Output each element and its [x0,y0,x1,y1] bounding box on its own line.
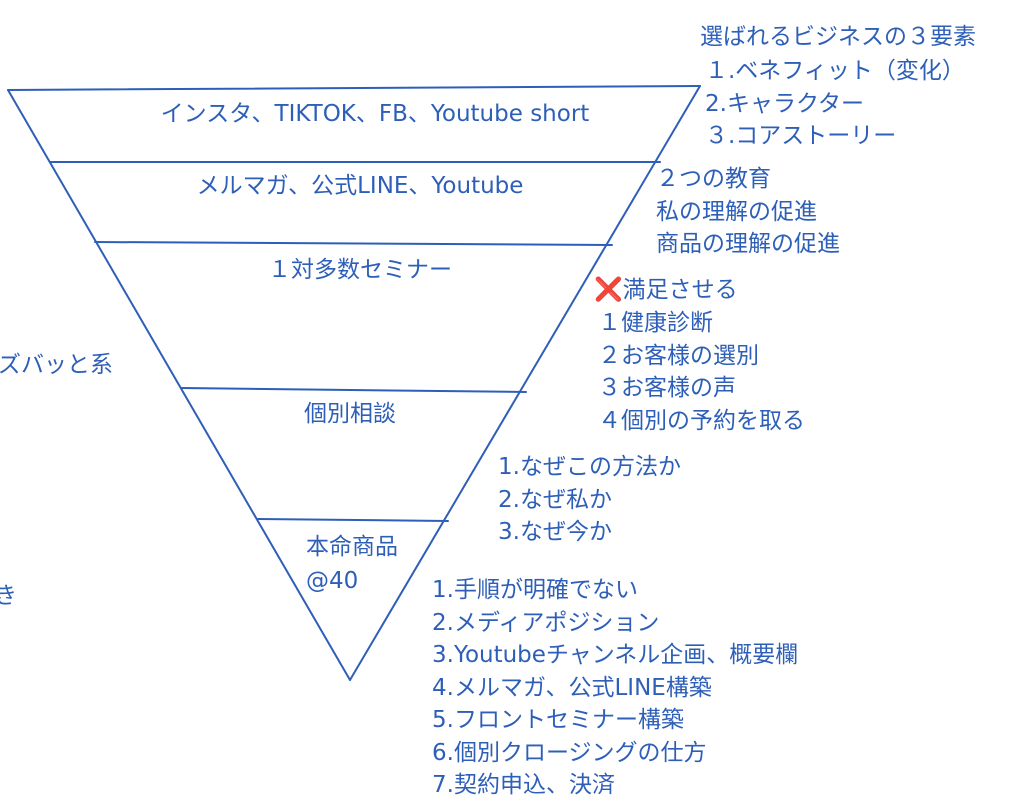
list-item: 2.なぜ私か [498,486,612,513]
funnel-layer-1-label: インスタ、TIKTOK、FB、Youtube short [160,101,590,127]
list-item: ２お客様の選別 [598,342,759,369]
list-item: 1.なぜこの方法か [498,454,681,480]
funnel-top-line [7,85,701,91]
left-fragment-text: ズバッと系 [0,352,113,378]
list-item: 5.フロントセミナー構築 [432,707,684,733]
list-item: ２つの教育 [656,166,771,192]
satisfaction-list: １健康診断 ２お客様の選別 ３お客様の声 ４個別の予約を取る [598,307,805,437]
list-item: 3.なぜ今か [498,519,612,545]
left-fragment-text: き [0,583,17,609]
list-item: 4.メルマガ、公式LINE構築 [432,674,712,701]
list-item: 7.契約申込、決済 [432,772,615,798]
list-item: 3.Youtubeチャンネル企画、概要欄 [432,642,799,668]
list-item: 商品の理解の促進 [656,231,840,257]
list-item: １健康診断 [598,310,713,336]
funnel-divider-2 [94,241,613,246]
funnel-layer-3-label: １対多数セミナー [268,257,452,283]
list-item: 1.手順が明確でない [432,577,638,603]
steps-note: 1.手順が明確でない 2.メディアポジション 3.Youtubeチャンネル企画、… [432,574,798,802]
funnel-left-edge [7,89,351,681]
funnel-layer-5-label-line-1: 本命商品 [306,534,398,560]
list-item: 2.メディアポジション [432,609,660,636]
education-note: ２つの教育 私の理解の促進 商品の理解の促進 [656,163,840,261]
satisfaction-title: ❌満足させる [594,274,738,306]
list-item: ３お客様の声 [598,375,736,401]
list-item: １.ベネフィット（変化） [705,58,965,84]
list-item: 6.個別クロージングの仕方 [432,739,707,766]
funnel-right-edge [349,85,701,681]
list-item: 私の理解の促進 [656,198,817,225]
why-note: 1.なぜこの方法か 2.なぜ私か 3.なぜ今か [498,451,681,549]
funnel-layer-2-label: メルマガ、公式LINE、Youtube [196,173,524,199]
funnel-divider-4 [257,518,449,522]
cross-icon: ❌ [594,277,623,303]
funnel-layer-4-label: 個別相談 [304,401,396,427]
three-elements-list: １.ベネフィット（変化） 2.キャラクター ３.コアストーリー [705,55,965,153]
list-item: ３.コアストーリー [705,123,897,149]
funnel-layer-5-label-line-2: @40 [306,568,359,594]
list-item: 2.キャラクター [705,90,865,117]
funnel-divider-3 [181,387,527,393]
satisfaction-title-text: 満足させる [622,277,738,303]
three-elements-title: 選ばれるビジネスの３要素 [700,24,976,50]
list-item: ４個別の予約を取る [598,407,805,434]
